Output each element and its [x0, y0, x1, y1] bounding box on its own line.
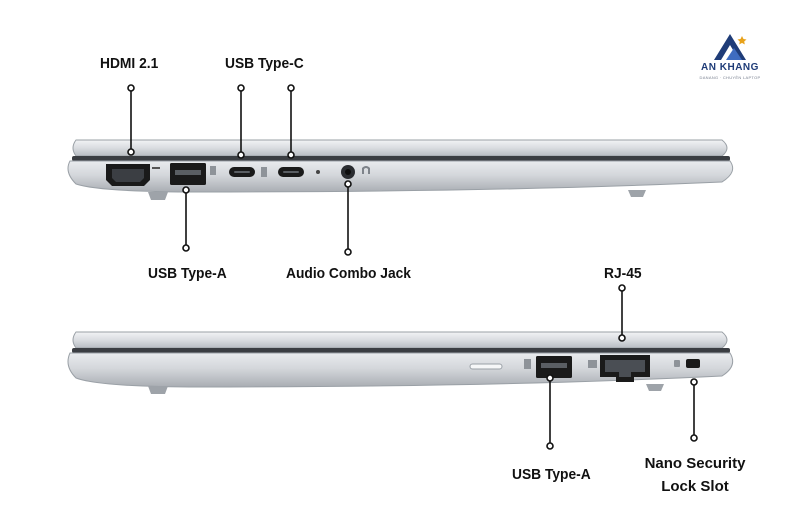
label-lock-slot-line2: Lock Slot [661, 478, 729, 495]
label-usb-a-left: USB Type-A [148, 265, 227, 282]
label-lock-slot-line1: Nano Security [644, 455, 746, 472]
usb-c-port-2 [278, 167, 304, 177]
callout-audio [344, 180, 352, 256]
label-usb-a-right: USB Type-A [512, 466, 591, 483]
label-hdmi: HDMI 2.1 [100, 55, 159, 72]
rj45-port [588, 355, 650, 382]
logo-name: AN KHANG [701, 62, 759, 73]
usb-c-port-1 [229, 167, 267, 177]
an-khang-logo: AN KHANG DANANG · CHUYÊN LAPTOP [690, 28, 770, 88]
label-rj45: RJ-45 [604, 265, 642, 282]
laptop-right-side-view [67, 284, 734, 450]
label-usb-c: USB Type-C [225, 55, 304, 72]
security-lock-slot [674, 359, 700, 368]
callout-lock-slot [690, 378, 698, 442]
logo-mountain-icon [714, 34, 747, 60]
logo-subtitle: DANANG · CHUYÊN LAPTOP [699, 75, 761, 80]
callout-usb-c-2 [287, 84, 295, 159]
card-slot [469, 363, 503, 370]
callout-usb-c-1 [237, 84, 245, 159]
callout-hdmi [127, 84, 135, 156]
hdmi-port [106, 164, 160, 186]
usb-a-port-left [170, 163, 216, 185]
audio-jack [341, 165, 370, 179]
callout-rj45 [618, 284, 626, 342]
status-led [316, 170, 320, 174]
usb-a-port-right [524, 356, 572, 378]
laptop-left-side-view [67, 84, 734, 256]
callout-usb-a-left [182, 186, 190, 252]
callout-usb-a-right [546, 374, 554, 450]
label-audio-jack: Audio Combo Jack [286, 265, 411, 282]
